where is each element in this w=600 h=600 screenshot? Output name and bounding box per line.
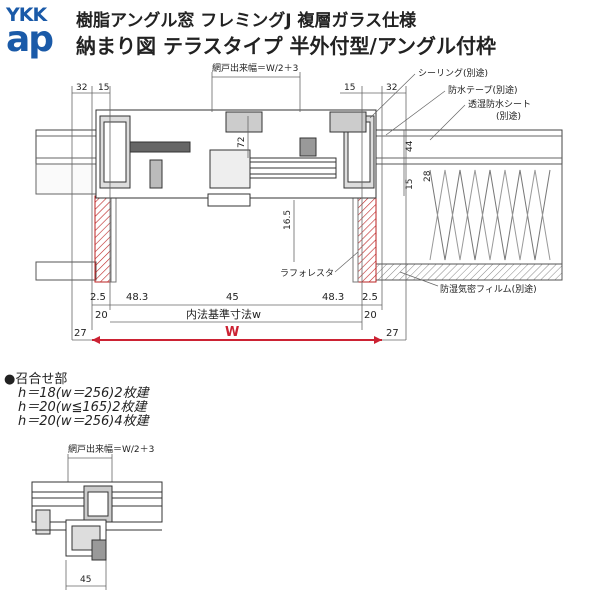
dim-2-5-left: 2.5 <box>90 292 106 303</box>
dim-15-left: 15 <box>98 83 109 93</box>
logo-ykk: YKK <box>6 4 47 26</box>
callout-waterproof-tape: 防水テープ(別途) <box>448 84 517 96</box>
window-frame-section <box>95 109 377 207</box>
dim-16-5: 16.5 <box>283 210 293 230</box>
dim-48-3-left: 48.3 <box>126 292 148 303</box>
dim-27-right: 27 <box>386 328 399 339</box>
dim-32-left: 32 <box>76 83 87 93</box>
callout-sheet-1: 透湿防水シート <box>468 98 531 110</box>
dim-44: 44 <box>405 140 415 152</box>
dim-72: 72 <box>237 137 247 148</box>
notes-heading: ●召合せ部 <box>4 372 68 387</box>
detail-dim-45: 45 <box>80 575 91 585</box>
dim-2-5-right: 2.5 <box>362 292 378 303</box>
dim-28: 28 <box>423 170 433 182</box>
notes-line-1: h＝18(w＝256)2枚建 <box>18 386 149 401</box>
title-line-2: 納まり図 テラスタイプ 半外付型/アングル付枠 <box>76 34 497 58</box>
title-line-1: 樹脂アングル窓 フレミングJ 複層ガラス仕様 <box>76 11 417 31</box>
dim-15-right: 15 <box>344 83 355 93</box>
dim-15-v: 15 <box>405 179 415 190</box>
dim-20-left: 20 <box>95 310 108 321</box>
callout-vapor-film: 防湿気密フィルム(別途) <box>440 283 537 295</box>
dim-inner-std: 内法基準寸法w <box>186 307 261 321</box>
wall-top-band <box>35 129 563 281</box>
dim-screen-width: 網戸出来幅＝W/2＋3 <box>212 62 298 74</box>
detail-screen-width: 網戸出来幅＝W/2＋3 <box>68 443 154 455</box>
dim-20-right: 20 <box>364 310 377 321</box>
callout-leaders <box>334 73 466 287</box>
notes-line-3: h＝20(w＝256)4枚建 <box>18 414 149 429</box>
dim-27-left: 27 <box>74 328 87 339</box>
w-dimension-line <box>92 336 382 344</box>
dim-W: W <box>225 325 239 340</box>
dim-32-right: 32 <box>386 83 397 93</box>
dim-48-3-right: 48.3 <box>322 292 344 303</box>
meeting-rail-notes: ●召合せ部 h＝18(w＝256)2枚建 h＝20(w≦165)2枚建 h＝20… <box>4 373 149 429</box>
notes-line-2: h＝20(w≦165)2枚建 <box>18 400 147 415</box>
frame-posts <box>94 195 377 283</box>
callout-sealing: シーリング(別途) <box>418 67 488 79</box>
logo-ap: ap <box>6 19 54 60</box>
ykk-ap-logo: YKK ap <box>6 4 64 62</box>
meeting-rail-detail: 網戸出来幅＝W/2＋3 45 <box>31 443 163 590</box>
callout-lath: ラフォレスタ <box>280 268 334 279</box>
callout-sheet-2: (別途) <box>496 110 521 122</box>
dimension-lines <box>71 72 407 340</box>
dim-45: 45 <box>226 292 239 303</box>
